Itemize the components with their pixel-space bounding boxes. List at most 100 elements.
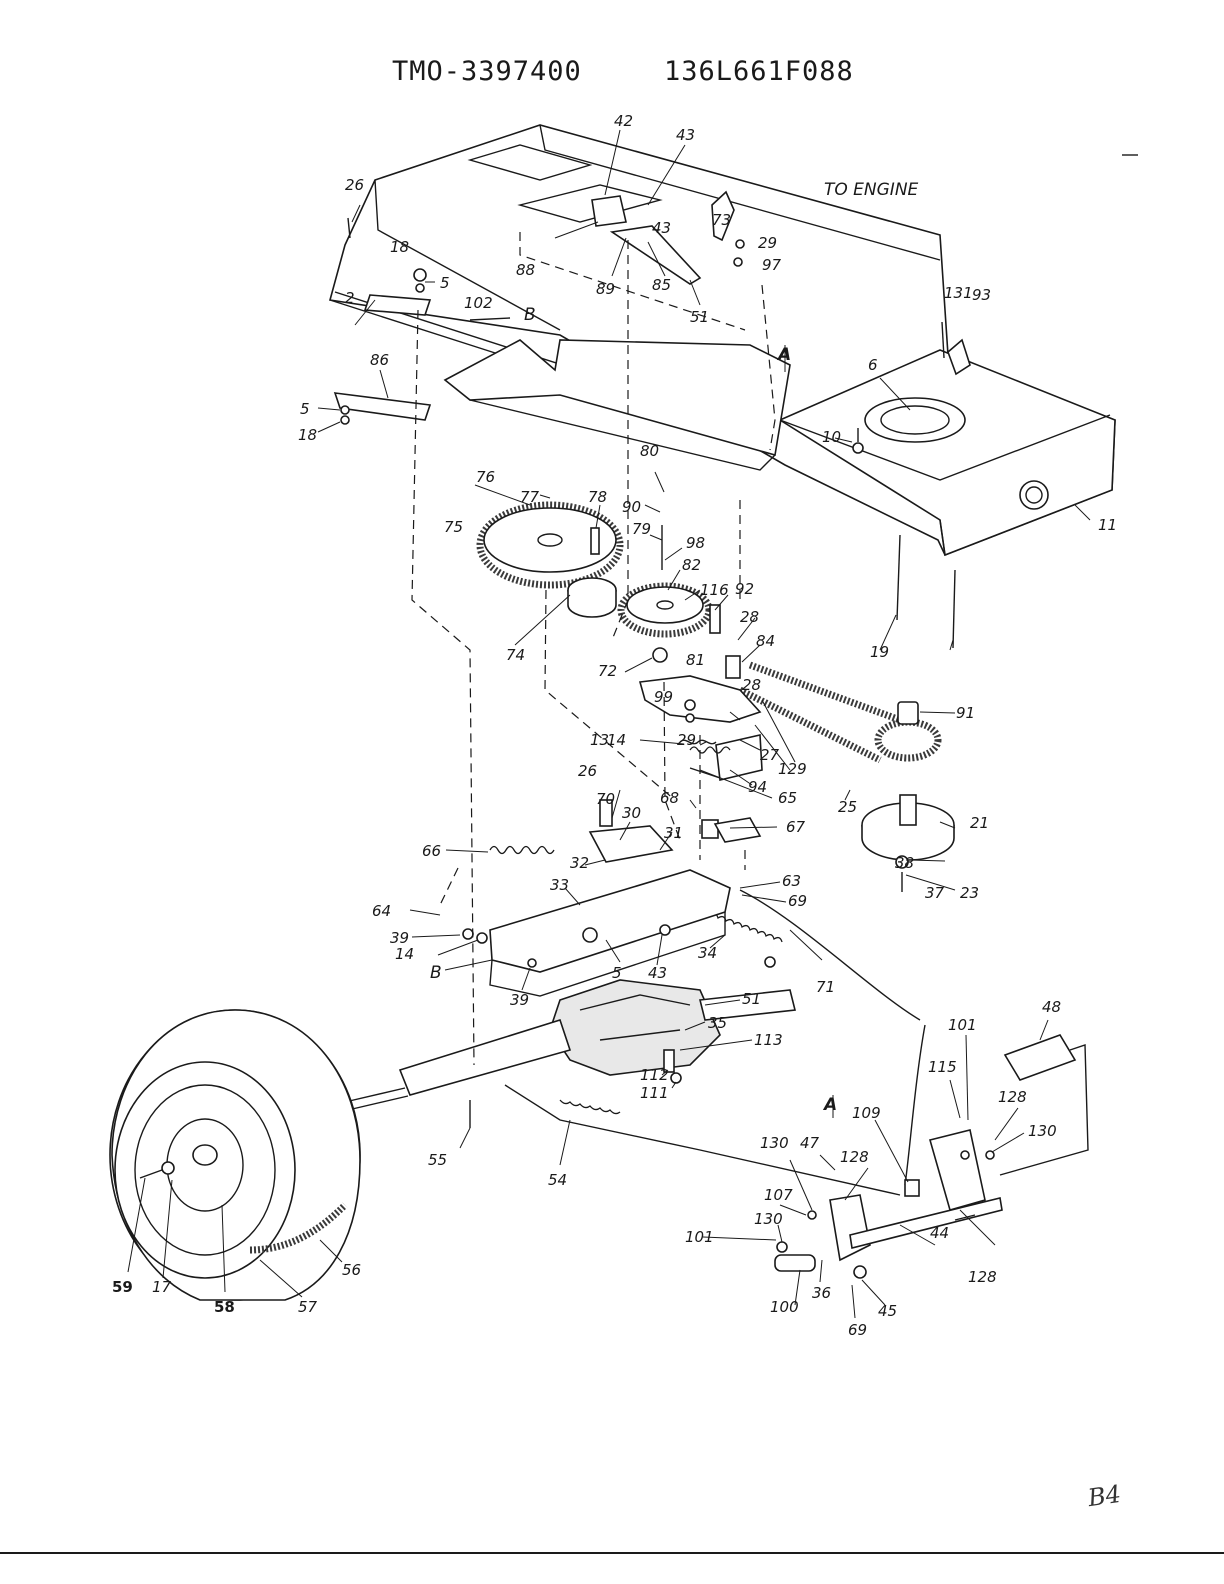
callout: 85 <box>652 276 671 294</box>
callout: 71 <box>816 978 835 996</box>
callout-labels: 2 5 5 5 6 10 11 13 14 14 17 18 18 19 21 … <box>112 112 1117 1339</box>
callout: 81 <box>686 651 705 669</box>
callout: 130 <box>1028 1122 1057 1140</box>
callout: 67 <box>786 818 806 836</box>
callout: 28 <box>742 676 761 694</box>
callout: 112 <box>640 1066 669 1084</box>
callout: 93 <box>972 286 991 304</box>
callout: 39 <box>390 929 409 947</box>
callout: 89 <box>596 280 615 298</box>
assembly-lines <box>411 232 776 1066</box>
callout: 37 <box>925 884 945 902</box>
callout: 51 <box>690 308 709 326</box>
callout: 44 <box>930 1224 949 1242</box>
callout: 69 <box>788 892 807 910</box>
callout: 36 <box>812 1284 831 1302</box>
callout: 58 <box>214 1298 235 1316</box>
callout: 94 <box>748 778 767 796</box>
callout: 101 <box>685 1228 714 1246</box>
part-number: 136L661F088 <box>664 56 854 87</box>
callout: 76 <box>476 468 495 486</box>
ref-b-lower: B <box>430 963 442 983</box>
callout: 19 <box>870 643 889 661</box>
callout: 84 <box>756 632 775 650</box>
rear-wheel <box>109 1009 361 1301</box>
callout: 115 <box>928 1058 957 1076</box>
to-engine-label: TO ENGINE <box>824 180 919 200</box>
pedal-assembly <box>774 1034 1089 1279</box>
transmission-bracket <box>462 869 731 997</box>
ref-a-upper: A <box>776 345 791 365</box>
callout: 66 <box>422 842 441 860</box>
callout: 47 <box>800 1134 820 1152</box>
callout: 5 <box>612 964 622 982</box>
callout: 68 <box>660 789 679 807</box>
callout: 128 <box>840 1148 869 1166</box>
leader-lines <box>127 129 1091 1319</box>
callout: 26 <box>345 176 364 194</box>
callout: 91 <box>956 704 975 722</box>
callout: 31 <box>664 824 683 842</box>
callout: 111 <box>640 1084 669 1102</box>
callout: 21 <box>970 814 989 832</box>
callout: 30 <box>622 804 641 822</box>
callout: 18 <box>390 238 409 256</box>
callout: 39 <box>510 991 529 1009</box>
callout: 65 <box>778 789 797 807</box>
model-number: TMO-3397400 <box>392 56 582 87</box>
upper-hardware <box>340 190 971 454</box>
callout: 38 <box>895 854 914 872</box>
callout: 2 <box>345 289 355 307</box>
callout: 43 <box>652 219 671 237</box>
page-mark: B4 <box>1086 1479 1123 1513</box>
callout: 86 <box>370 351 389 369</box>
callout: 10 <box>822 428 841 446</box>
callout: 33 <box>550 876 569 894</box>
callout: 56 <box>342 1261 361 1279</box>
callout: 130 <box>754 1210 783 1228</box>
callout: 63 <box>782 872 801 890</box>
callout: 113 <box>754 1031 783 1049</box>
idler-linkage <box>489 647 783 968</box>
callout: 79 <box>632 520 651 538</box>
callout: 74 <box>506 646 525 664</box>
callout: 90 <box>622 498 641 516</box>
callout: 92 <box>735 580 754 598</box>
callout: 35 <box>708 1014 727 1032</box>
callout: 99 <box>654 688 673 706</box>
callout: 97 <box>762 256 782 274</box>
pulley-assembly <box>476 501 956 892</box>
ref-b-upper: B <box>524 305 536 325</box>
footer-rule <box>0 1552 1224 1554</box>
callout: 26 <box>578 762 597 780</box>
callout: 70 <box>596 790 615 808</box>
callout: 14 <box>395 945 414 963</box>
callout: 32 <box>570 854 589 872</box>
ref-a-lower: A <box>822 1095 837 1115</box>
callout: 23 <box>960 884 979 902</box>
callout: 69 <box>848 1321 867 1339</box>
control-cables <box>504 889 926 1196</box>
callout: 6 <box>868 356 878 374</box>
callout: 116 <box>700 581 729 599</box>
callout: 73 <box>712 211 731 229</box>
callout: 45 <box>878 1302 897 1320</box>
callout: 109 <box>852 1104 881 1122</box>
callout: 34 <box>698 944 717 962</box>
callout: 130 <box>760 1134 789 1152</box>
callout: 48 <box>1042 998 1061 1016</box>
callout: 28 <box>740 608 759 626</box>
callout: 107 <box>764 1186 793 1204</box>
callout: 5 <box>300 400 310 418</box>
callout: 11 <box>1098 516 1117 534</box>
callout: 88 <box>516 261 535 279</box>
callout: 78 <box>588 488 607 506</box>
callout: 54 <box>548 1171 567 1189</box>
callout: 59 <box>112 1278 133 1296</box>
callout: 75 <box>444 518 463 536</box>
callout: 72 <box>598 662 617 680</box>
callout: 42 <box>614 112 633 130</box>
callout: 29 <box>677 731 696 749</box>
callout: 25 <box>838 798 857 816</box>
